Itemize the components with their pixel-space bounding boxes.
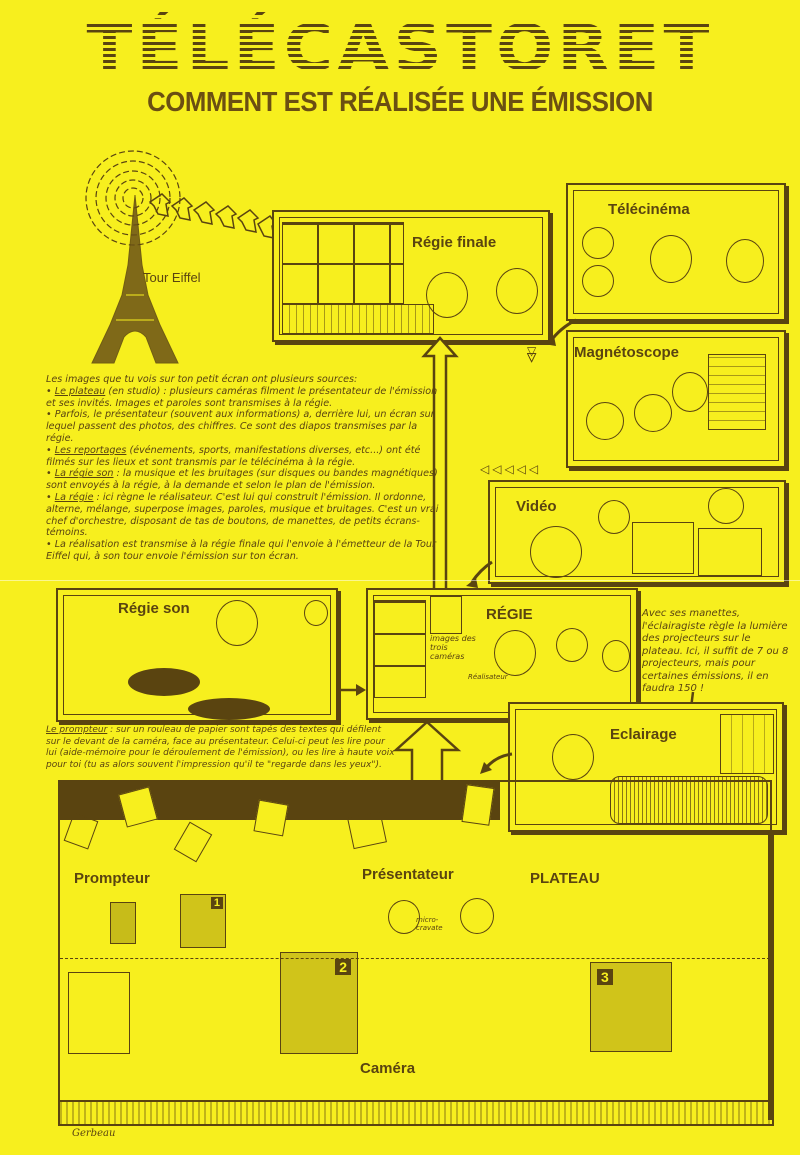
regie-son-label: Régie son [118,600,190,617]
bear-figure [598,500,630,534]
eiffel-tower-icon [91,194,179,364]
turntable-icon [188,698,270,720]
camera-3: 3 [590,962,672,1052]
intro-term: Le plateau [54,385,106,397]
turntable-icon [128,668,200,696]
film-reel-icon [582,265,614,297]
intro-line: Les images que tu vois sur ton petit écr… [46,374,358,385]
lighting-dimmer-bank [610,776,768,824]
plateau-label: PLATEAU [530,870,600,887]
bear-figure [304,600,328,626]
curved-arrow-icon [480,752,513,774]
panel-magnetoscope: Magnétoscope [566,330,786,468]
tour-eiffel-label: Tour Eiffel [143,270,201,285]
regie-finale-label: Régie finale [412,234,497,251]
intro-line: • Parfois, le présentateur (souvent aux … [46,409,435,444]
panel-eclairage: Eclairage [508,702,784,832]
camera-label: Caméra [360,1060,416,1077]
bear-figure [602,640,630,672]
lighting-plan-board [720,714,774,774]
tape-reel-icon [634,394,672,432]
projector-light-icon [173,821,213,863]
bear-figure [530,526,582,578]
panel-regie-son: Régie son [56,588,338,722]
arrow-right-icon [336,684,366,696]
tape-reel-icon [586,402,624,440]
projector-light-icon [461,784,495,826]
curved-arrow-icon [544,318,577,346]
camera-number: 3 [597,969,613,985]
micro-cravate-label: micro-cravate [416,916,443,932]
camera-number: 1 [210,897,223,909]
prompteur-device [110,902,136,944]
bear-figure [672,372,708,412]
presentateur-label: Présentateur [362,866,454,883]
intro-term: Les reportages [54,444,127,456]
fold-line [0,580,800,581]
stage-floor-line [60,958,770,959]
prompteur-term: Le prompteur [46,725,108,735]
poster-title: TÉLÉCASTORET [0,12,800,86]
presenter-bear [388,900,420,934]
monitor-stack [374,600,426,698]
stage-side [768,830,774,1120]
magnetoscope-arrows: ◁◁◁◁◁ [480,462,542,476]
bear-figure [552,734,594,780]
realisateur-label: Réalisateur [468,673,508,681]
curved-arrow-icon [466,560,493,588]
video-monitor [632,522,694,574]
images-trois-cameras-label: images des trois caméras [430,634,476,661]
camera-preview-monitor [430,596,462,634]
intro-line: • Les reportages (événements, sports, ma… [46,444,421,468]
bear-figure [216,600,258,646]
video-monitor [698,528,762,576]
regie-label: RÉGIE [486,606,533,623]
magnetoscope-label: Magnétoscope [574,344,680,361]
eclairage-text: Avec ses manettes, l'éclairagiste règle … [642,608,789,694]
panel-regie: RÉGIE images des trois caméras Réalisate… [366,588,638,720]
intro-text-block: Les images que tu vois sur ton petit écr… [46,374,446,578]
intro-line: • La réalisation est transmise à la régi… [46,539,436,562]
prompteur-text: Le prompteur : sur un rouleau de papier … [46,725,395,770]
hollow-up-arrow-icon [392,720,462,784]
artist-signature: Gerbeau [72,1128,116,1139]
guest-bear [460,898,494,934]
film-reel-icon [582,227,614,259]
projector-light-icon [347,810,387,850]
camera-number: 2 [335,959,351,975]
bear-figure [494,630,536,676]
bear-figure [496,268,538,314]
panel-video: Vidéo [488,480,786,584]
stage-base [58,1100,774,1126]
bear-figure [708,488,744,524]
poster-subtitle: COMMENT EST RÉALISÉE UNE ÉMISSION [147,86,653,117]
prompteur-desk [68,972,130,1054]
bear-figure [556,628,588,662]
intro-line: • La régie : ici règne le réalisateur. C… [46,491,439,539]
intro-line: • La régie son : la musique et les bruit… [46,468,438,492]
bear-figure [426,272,468,318]
eclairage-label: Eclairage [610,726,677,743]
video-label: Vidéo [516,498,557,515]
transmission-arrows-icon [148,193,278,239]
camera-2: 2 [280,952,358,1054]
panel-telecinema: Télécinéma [566,183,786,321]
intro-term: La régie [54,491,94,503]
panel-regie-finale: Régie finale [272,210,550,342]
intro-line: • Le plateau (en studio) : plusieurs cam… [46,385,438,409]
prompteur-label: Prompteur [74,870,150,887]
camera-1: 1 [180,894,226,948]
control-panel [708,354,766,430]
control-desk [282,304,434,334]
bear-figure [726,239,764,283]
plateau-scene: Prompteur Présentateur PLATEAU micro-cra… [58,780,772,1102]
intro-term: La régie son [54,468,114,480]
telecinema-label: Télécinéma [608,201,690,218]
monitor-wall [282,222,404,304]
bear-figure [650,235,692,283]
projector-light-icon [253,799,289,837]
